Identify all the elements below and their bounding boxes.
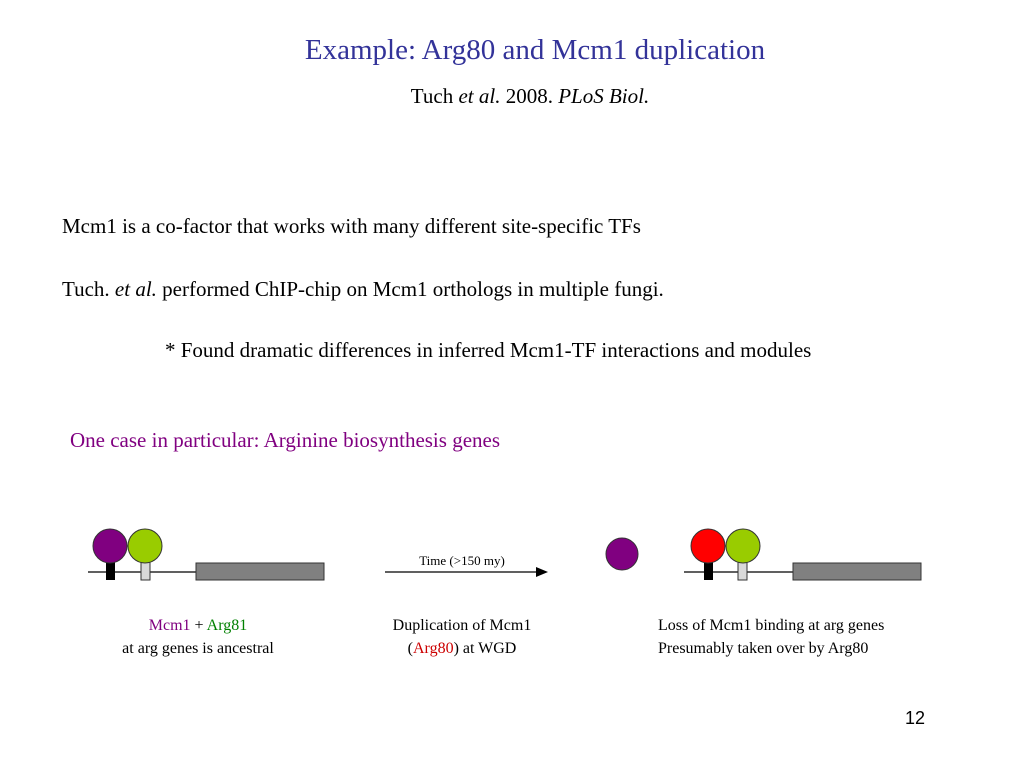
right-arg81-protein — [725, 528, 761, 564]
plus-label: + — [190, 617, 207, 634]
body-line-2-rest: performed ChIP-chip on Mcm1 orthologs in… — [156, 277, 664, 301]
body-line-1: Mcm1 is a co-factor that works with many… — [62, 214, 641, 238]
body-line-2: Tuch. et al. performed ChIP-chip on Mcm1… — [62, 277, 664, 302]
right-arg80-site — [704, 558, 713, 580]
time-label: Time (>150 my) — [419, 553, 505, 568]
left-gene-box — [195, 562, 325, 581]
arg80-label: Arg80 — [412, 640, 454, 657]
at-wgd-label: ) at WGD — [453, 640, 517, 657]
caption-loss-line-2: Presumably taken over by Arg80 — [658, 640, 869, 657]
free-mcm1-protein — [605, 537, 639, 571]
right-arg80-protein — [690, 528, 726, 564]
left-mcm1-protein — [92, 528, 128, 564]
citation-author: Tuch — [410, 84, 459, 108]
caption-ancestral: Mcm1 + Arg81 at arg genes is ancestral — [88, 614, 308, 660]
caption-duplication-line-1: Duplication of Mcm1 — [392, 617, 532, 634]
right-gene-box — [792, 562, 922, 581]
time-arrow-head — [536, 567, 548, 577]
case-heading: One case in particular: Arginine biosynt… — [70, 428, 501, 452]
left-arg81-protein — [127, 528, 163, 564]
citation-etal: et al. — [458, 84, 501, 108]
citation-journal: PLoS Biol. — [558, 84, 650, 108]
open-paren: ( — [407, 640, 413, 657]
page-number: 12 — [905, 708, 926, 728]
arg81-label: Arg81 — [206, 617, 248, 634]
caption-loss: Loss of Mcm1 binding at arg genes Presum… — [658, 614, 884, 660]
caption-ancestral-line-2: at arg genes is ancestral — [122, 640, 274, 657]
body-line-2-etal: et al. — [114, 277, 157, 301]
citation-year: 2008. — [500, 84, 559, 108]
caption-ancestral-line-1: Mcm1 + Arg81 — [88, 614, 308, 637]
mcm1-label: Mcm1 — [148, 617, 191, 634]
slide-title: Example: Arg80 and Mcm1 duplication — [304, 34, 766, 66]
caption-duplication: Duplication of Mcm1 (Arg80) at WGD — [352, 614, 572, 660]
body-line-2-author: Tuch. — [62, 277, 115, 301]
body-line-3-bullet: * Found dramatic differences in inferred… — [165, 338, 812, 362]
caption-duplication-line-2: (Arg80) at WGD — [352, 637, 572, 660]
citation: Tuch et al. 2008. PLoS Biol. — [0, 84, 1024, 109]
left-mcm1-site — [106, 558, 115, 580]
caption-loss-line-1: Loss of Mcm1 binding at arg genes — [658, 617, 885, 634]
